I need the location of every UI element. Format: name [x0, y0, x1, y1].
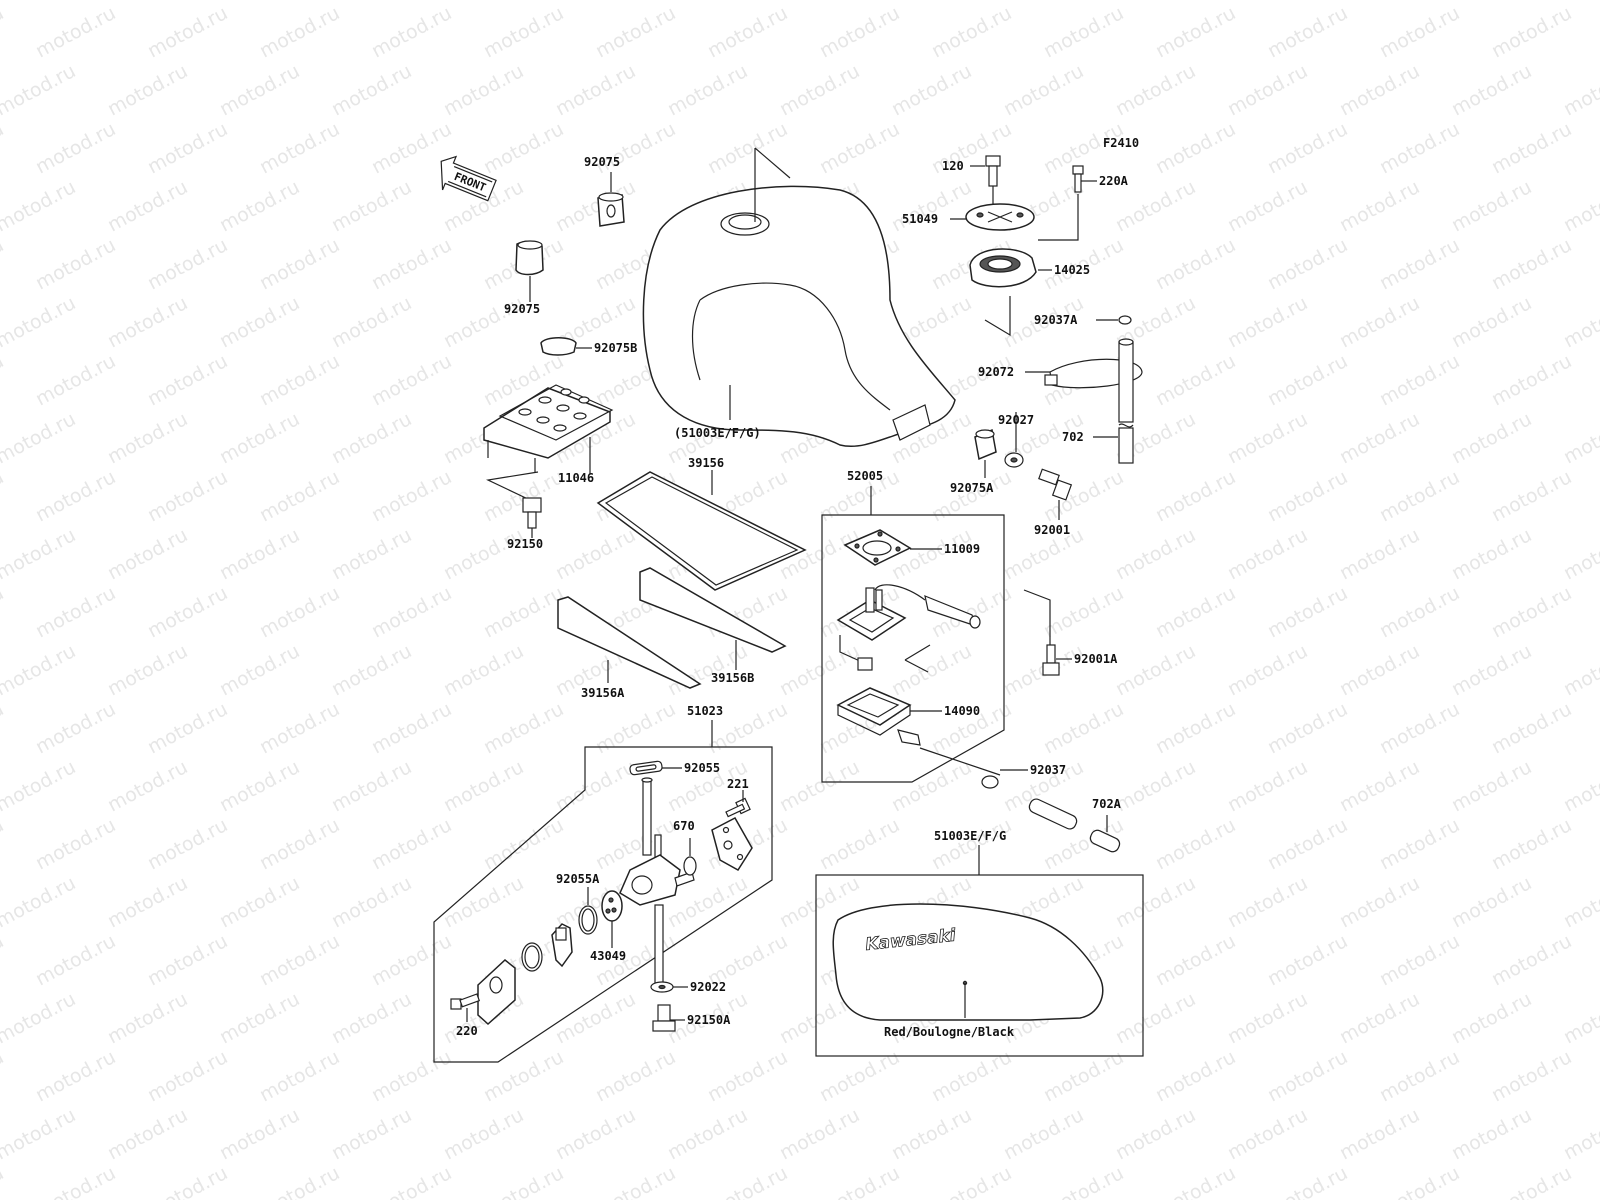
bolt-92001[interactable]: 92001	[1034, 468, 1073, 537]
svg-text:11009: 11009	[944, 542, 980, 556]
screw-220A[interactable]: 220A	[1038, 165, 1129, 241]
svg-text:702: 702	[1062, 430, 1084, 444]
gasket-11009[interactable]: 11009	[843, 529, 980, 566]
bolt-92150A[interactable]: 92150A	[652, 1004, 731, 1032]
svg-text:120: 120	[942, 159, 964, 173]
fuel-pump-assembly-52005[interactable]: 52005 11009	[821, 469, 1005, 783]
svg-text:92072: 92072	[978, 365, 1014, 379]
gasket-43049[interactable]: 43049	[590, 890, 626, 963]
filter-14090[interactable]: 14090	[836, 687, 980, 746]
fuel-tank[interactable]: (51003E/F/G)	[642, 147, 956, 448]
front-arrow-icon: FRONT	[440, 155, 497, 202]
fuel-tap-lever[interactable]	[551, 923, 573, 968]
damper-92075A[interactable]: 92075A	[950, 428, 997, 495]
svg-text:92027: 92027	[998, 413, 1034, 427]
svg-text:14025: 14025	[1054, 263, 1090, 277]
svg-text:92150: 92150	[507, 537, 543, 551]
cover-plate[interactable]	[711, 816, 753, 871]
svg-text:92022: 92022	[690, 980, 726, 994]
svg-text:92075: 92075	[504, 302, 540, 316]
cap-base-14025[interactable]: 14025	[969, 248, 1090, 288]
svg-text:670: 670	[673, 819, 695, 833]
fuel-cap-assembly[interactable]: 120 220A 51049	[902, 155, 1129, 337]
o-ring-92055A[interactable]: 92055A	[556, 872, 600, 935]
rubber-damper-92075-left[interactable]: 92075	[504, 240, 544, 316]
diagram-code: F2410	[1103, 136, 1139, 150]
fuel-tap-assembly-51023[interactable]: 51023 92055	[433, 704, 773, 1063]
o-ring-670[interactable]: 670	[673, 819, 697, 876]
svg-text:39156A: 39156A	[581, 686, 625, 700]
svg-text:51049: 51049	[902, 212, 938, 226]
pad-39156A[interactable]: 39156A	[557, 596, 702, 700]
svg-text:220: 220	[456, 1024, 478, 1038]
callout-51003-paren: (51003E/F/G)	[674, 426, 761, 440]
collar-92027[interactable]: 92027	[998, 412, 1034, 468]
rubber-damper-92075-top[interactable]: 92075	[584, 155, 625, 227]
svg-text:702A: 702A	[1092, 797, 1122, 811]
fuel-tap-body[interactable]	[619, 777, 695, 984]
svg-text:92055A: 92055A	[556, 872, 600, 886]
tank-decal-box[interactable]: 51003E/F/G Kawasaki Red/Boulogne/Black	[815, 829, 1144, 1057]
svg-text:92075: 92075	[584, 155, 620, 169]
svg-text:92075B: 92075B	[594, 341, 637, 355]
fuel-cap-51049[interactable]: 51049	[902, 203, 1035, 231]
clip-92037[interactable]: 92037	[919, 747, 1066, 789]
screw-220[interactable]: 220	[450, 993, 481, 1038]
svg-text:51023: 51023	[687, 704, 723, 718]
svg-text:52005: 52005	[847, 469, 883, 483]
svg-text:92037: 92037	[1030, 763, 1066, 777]
bolt-92150[interactable]: 92150	[507, 497, 543, 551]
svg-text:221: 221	[727, 777, 749, 791]
grommet-92075B[interactable]: 92075B	[540, 337, 637, 356]
svg-text:92001A: 92001A	[1074, 652, 1118, 666]
screw-221[interactable]: 221	[725, 777, 751, 818]
svg-text:51003E/F/G: 51003E/F/G	[934, 829, 1006, 843]
svg-text:39156B: 39156B	[711, 671, 754, 685]
watermark-text: motod.ru	[0, 1162, 7, 1200]
hose-702A[interactable]: 702A	[1027, 797, 1122, 854]
hose-702[interactable]: 702	[1062, 338, 1134, 464]
bolt-120[interactable]: 120	[942, 155, 1001, 207]
svg-text:92075A: 92075A	[950, 481, 994, 495]
bolt-92001A[interactable]: 92001A	[1023, 589, 1118, 676]
svg-text:11046: 11046	[558, 471, 594, 485]
o-ring[interactable]	[521, 942, 543, 972]
band-92072[interactable]: 92072	[978, 358, 1143, 389]
washer-92022[interactable]: 92022	[650, 980, 726, 994]
svg-text:92001: 92001	[1034, 523, 1070, 537]
clip-92037A[interactable]: 92037A	[1034, 313, 1132, 327]
bracket-11046[interactable]: 11046	[483, 384, 614, 501]
svg-text:92037A: 92037A	[1034, 313, 1078, 327]
fuel-level-sensor[interactable]	[836, 584, 981, 673]
pad-39156[interactable]: 39156	[596, 456, 807, 591]
decal-color-name: Red/Boulogne/Black	[884, 1025, 1015, 1039]
o-ring-92055[interactable]: 92055	[629, 760, 720, 776]
svg-text:39156: 39156	[688, 456, 724, 470]
svg-text:14090: 14090	[944, 704, 980, 718]
lever-plate[interactable]	[477, 959, 516, 1026]
pad-39156B[interactable]: 39156B	[639, 567, 787, 685]
svg-text:43049: 43049	[590, 949, 626, 963]
svg-text:220A: 220A	[1099, 174, 1129, 188]
svg-text:92055: 92055	[684, 761, 720, 775]
svg-text:92150A: 92150A	[687, 1013, 731, 1027]
